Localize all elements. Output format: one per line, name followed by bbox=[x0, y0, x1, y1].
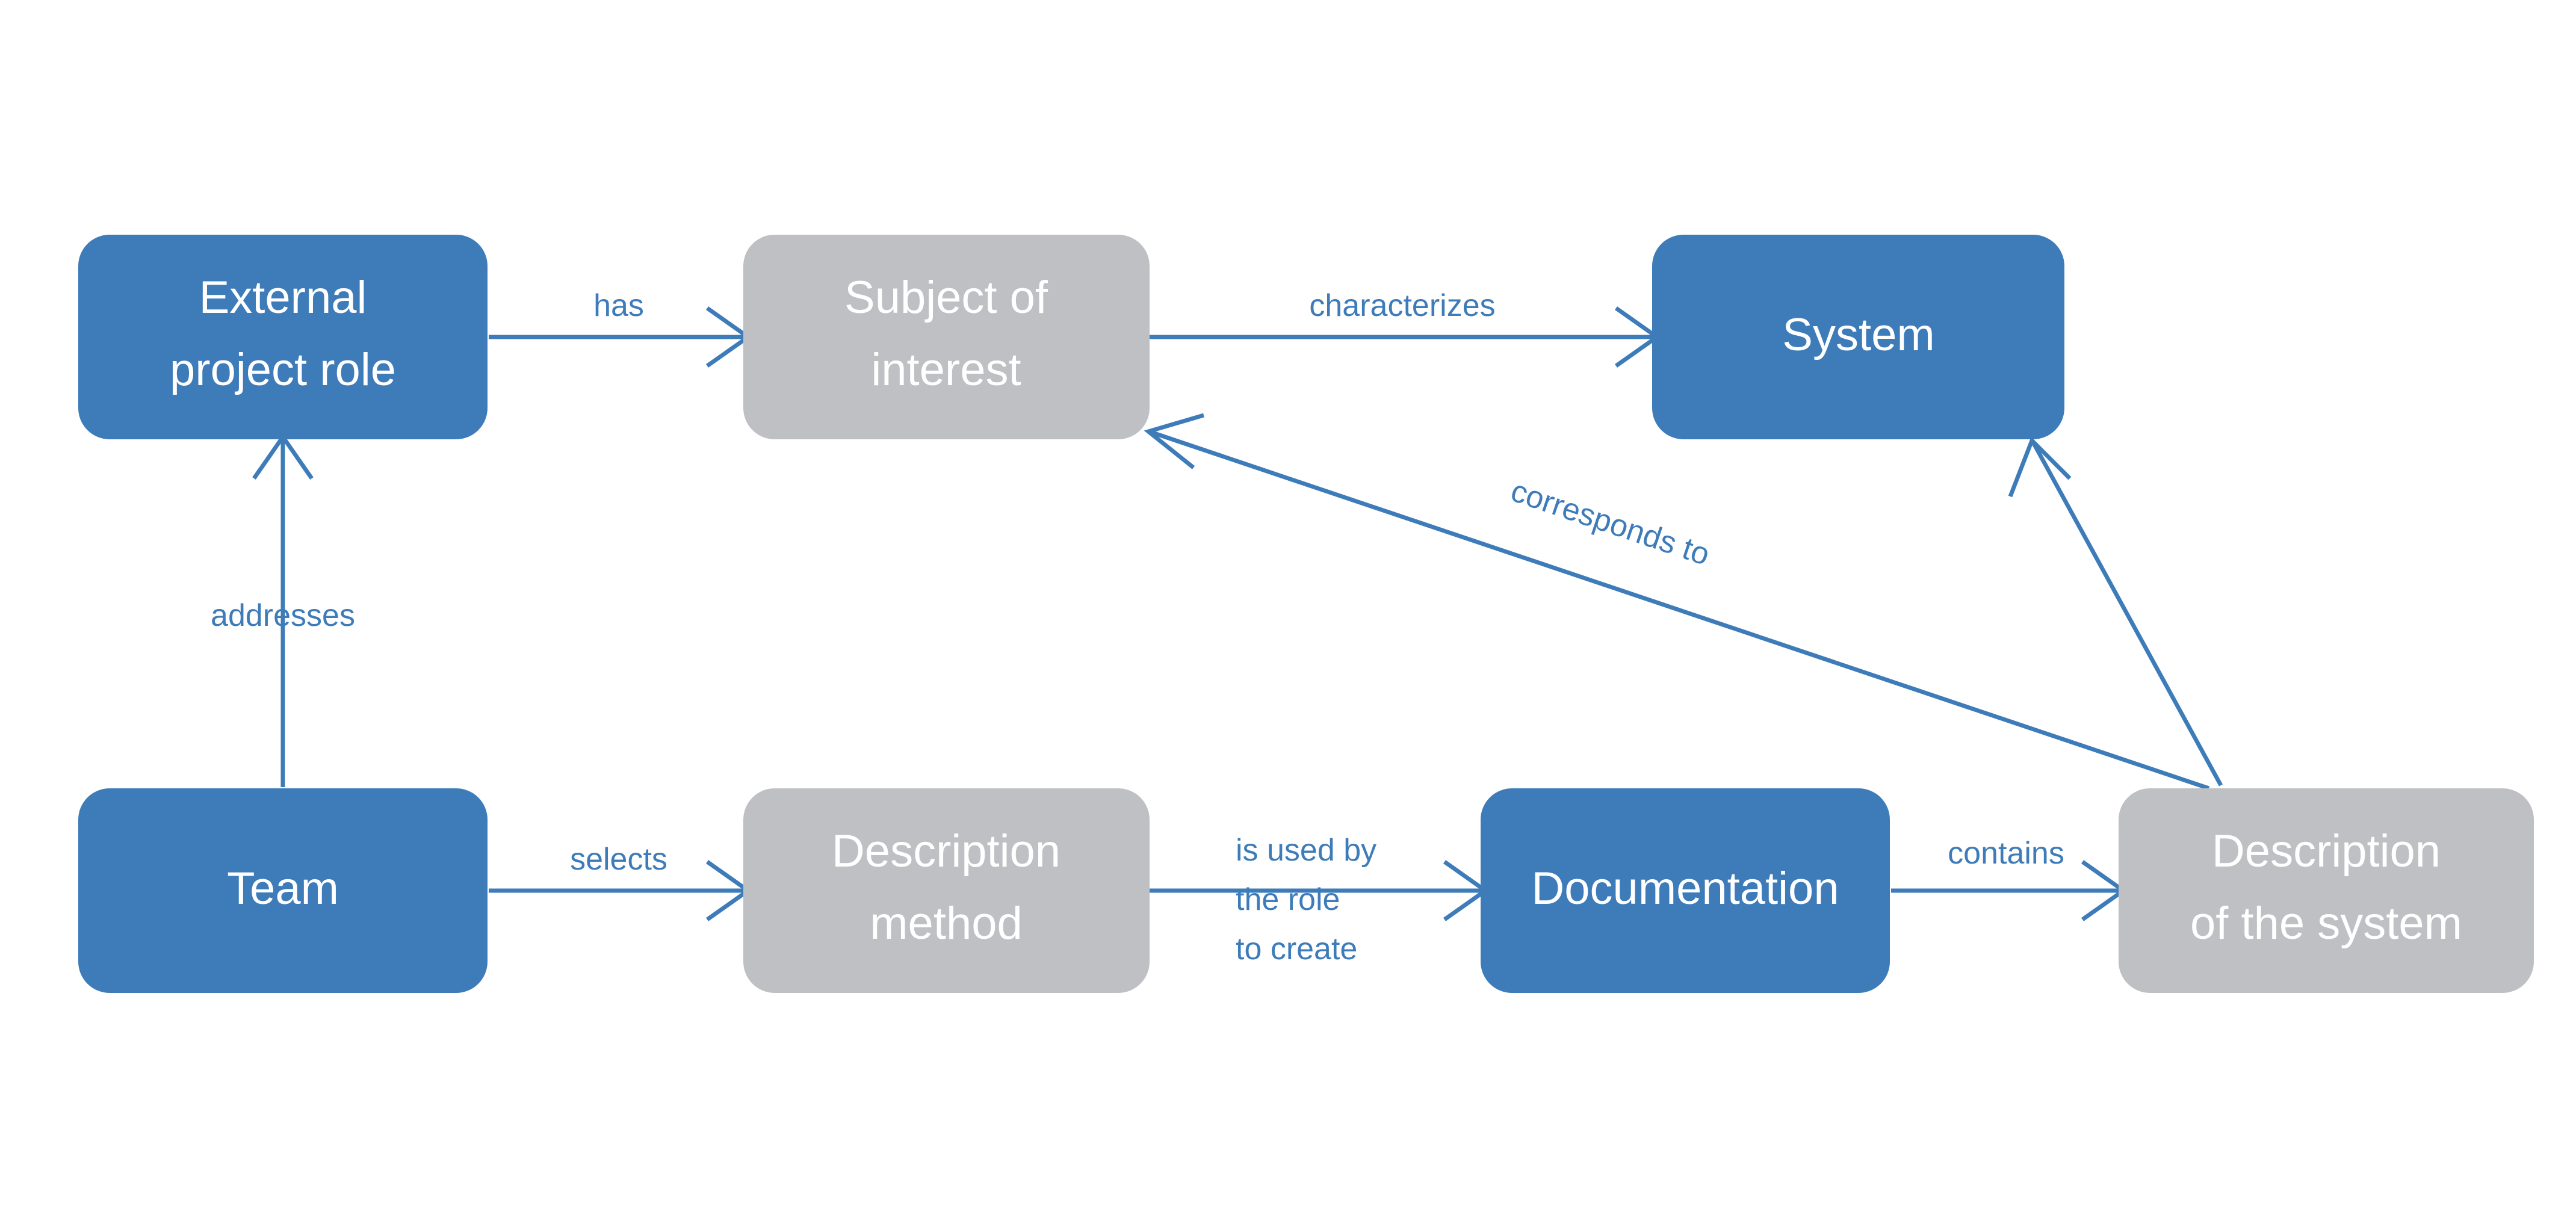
node-system-label-line1: System bbox=[1782, 309, 1934, 360]
edge-description-to-system[interactable] bbox=[2008, 436, 2223, 787]
node-external-project-role[interactable]: External project role bbox=[78, 235, 488, 439]
node-description-of-the-system-label-line1: Description bbox=[2212, 826, 2441, 877]
edge-is-used-by-label-line3: to create bbox=[1236, 932, 1357, 966]
node-external-project-role-label-line2: project role bbox=[170, 344, 396, 395]
node-description-method[interactable]: Description method bbox=[743, 788, 1150, 993]
edge-corresponds-to-arrowhead bbox=[1144, 413, 1204, 469]
edge-description-to-system-arrowhead bbox=[2008, 436, 2072, 498]
edge-contains[interactable]: contains bbox=[1891, 836, 2128, 921]
node-description-method-shape bbox=[743, 788, 1150, 993]
node-description-method-label-line1: Description bbox=[832, 826, 1060, 877]
edge-selects-label: selects bbox=[570, 842, 667, 877]
edge-addresses[interactable]: addresses bbox=[211, 433, 355, 787]
node-external-project-role-label-line1: External bbox=[199, 272, 367, 323]
edge-characterizes[interactable]: characterizes bbox=[1150, 288, 1661, 368]
node-subject-of-interest-label-line1: Subject of bbox=[844, 272, 1048, 323]
edge-description-to-system-line bbox=[2031, 441, 2223, 787]
edge-addresses-label: addresses bbox=[211, 598, 355, 633]
node-documentation-shape bbox=[1481, 788, 1890, 993]
node-team-label-line1: Team bbox=[227, 863, 339, 914]
node-subject-of-interest-shape bbox=[743, 235, 1150, 439]
edge-is-used-by-the-role-to-create[interactable]: is used by the role to create bbox=[1150, 833, 1490, 966]
edge-contains-label: contains bbox=[1948, 836, 2064, 871]
edge-characterizes-label: characterizes bbox=[1309, 288, 1495, 323]
node-description-of-the-system-shape bbox=[2119, 788, 2534, 993]
node-documentation[interactable]: Documentation bbox=[1481, 788, 1890, 993]
node-description-of-the-system[interactable]: Description of the system bbox=[2119, 788, 2534, 993]
edge-has[interactable]: has bbox=[489, 288, 752, 368]
node-subject-of-interest[interactable]: Subject of interest bbox=[743, 235, 1150, 439]
node-team[interactable]: Team bbox=[78, 788, 488, 993]
node-description-method-label-line2: method bbox=[870, 898, 1023, 949]
node-system-shape bbox=[1652, 235, 2064, 439]
node-description-of-the-system-label-line2: of the system bbox=[2190, 898, 2462, 949]
node-system[interactable]: System bbox=[1652, 235, 2064, 439]
edge-selects[interactable]: selects bbox=[489, 842, 752, 921]
node-team-shape bbox=[78, 788, 488, 993]
edge-has-label: has bbox=[593, 288, 644, 323]
edge-corresponds-to-label: corresponds to bbox=[1506, 474, 1714, 573]
edge-corresponds-to-line bbox=[1150, 430, 2210, 791]
edge-is-used-by-label-line1: is used by bbox=[1236, 833, 1376, 868]
node-documentation-label-line1: Documentation bbox=[1531, 863, 1839, 914]
node-subject-of-interest-label-line2: interest bbox=[871, 344, 1021, 395]
edge-is-used-by-label-line2: the role bbox=[1236, 882, 1340, 917]
node-external-project-role-shape bbox=[78, 235, 488, 439]
